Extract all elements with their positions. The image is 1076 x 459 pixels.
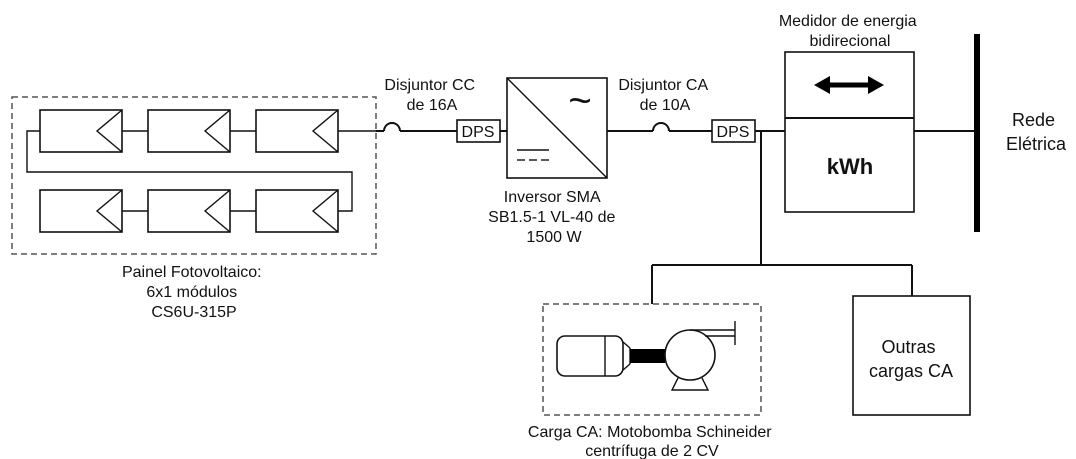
dc-side: Disjuntor CC de 16A DPS [376, 77, 507, 143]
inverter-label: Inversor SMA SB1.5-1 VL-40 de 1500 W [488, 189, 620, 246]
pv-module [255, 109, 339, 153]
meter-label-line: bidirecional [810, 33, 891, 50]
pump-shaft [630, 349, 665, 363]
inverter-label-line: Inversor SMA [504, 189, 601, 206]
inverter: ~ Inversor SMA SB1.5-1 VL-40 de 1500 W [488, 77, 620, 246]
grid-label-line: Rede [1012, 110, 1055, 130]
pv-module [147, 109, 231, 153]
meter-label: Medidor de energia bidirecional [779, 13, 921, 50]
meter-box [784, 51, 915, 213]
dc-breaker-symbol [383, 122, 401, 132]
load-branch-wiring [651, 131, 913, 304]
ac-breaker-symbol [652, 122, 670, 132]
pump-load: Carga CA: Motobomba Schineider centrífug… [528, 303, 776, 459]
dc-breaker-label-line: de 16A [407, 97, 458, 114]
pump-casing [664, 329, 716, 381]
pump-load-label-line: centrífuga de 2 CV [585, 443, 719, 459]
inverter-diagonal [506, 77, 608, 179]
other-loads-label-line: cargas CA [869, 361, 953, 381]
ac-symbol: ~ [568, 79, 591, 123]
dc-breaker-label-line: Disjuntor CC [384, 77, 475, 94]
pv-panel-label-line: CS6U-315P [151, 304, 236, 321]
dc-breaker-label: Disjuntor CC de 16A [384, 77, 479, 114]
pv-panel-array: Painel Fotovoltaico: 6x1 módulos CS6U-31… [11, 96, 377, 321]
ac-breaker-label-line: Disjuntor CA [618, 77, 708, 94]
other-loads-label-line: Outras [881, 337, 935, 357]
grid-connection: Rede Elétrica [914, 34, 1067, 232]
meter-label-line: Medidor de energia [779, 13, 917, 30]
meter-display: kWh [827, 154, 873, 179]
other-loads-label: Outras cargas CA [869, 337, 953, 381]
dc-symbol [517, 149, 549, 161]
dc-dps-label: DPS [462, 124, 495, 141]
pv-panel-label-line: Painel Fotovoltaico: [122, 264, 262, 281]
pv-module [39, 189, 123, 233]
pv-module [147, 189, 231, 233]
ac-breaker-label-line: de 10A [640, 97, 691, 114]
pv-module [255, 189, 339, 233]
ac-dps-label: DPS [717, 124, 750, 141]
pv-module [39, 109, 123, 153]
ac-breaker-label: Disjuntor CA de 10A [618, 77, 711, 114]
bidirectional-arrow-icon [814, 76, 884, 94]
grid-label-line: Elétrica [1006, 134, 1067, 154]
bidirectional-meter: Medidor de energia bidirecional kWh [779, 13, 921, 213]
pv-string-wiring [26, 130, 376, 212]
pv-panel-label: Painel Fotovoltaico: 6x1 módulos CS6U-31… [122, 264, 266, 321]
other-loads: Outras cargas CA [852, 295, 971, 416]
grid-label: Rede Elétrica [1006, 110, 1067, 154]
inverter-label-line: 1500 W [526, 229, 582, 246]
pump-load-label: Carga CA: Motobomba Schineider centrífug… [528, 424, 776, 459]
pv-panel-boundary [11, 96, 377, 255]
motor-pump-icon [556, 321, 736, 391]
motor-body [556, 335, 624, 377]
ac-side: Disjuntor CA de 10A DPS [607, 77, 785, 143]
other-loads-box [852, 295, 971, 416]
pv-panel-label-line: 6x1 módulos [146, 284, 237, 301]
inverter-label-line: SB1.5-1 VL-40 de [488, 209, 615, 226]
pump-load-label-line: Carga CA: Motobomba Schineider [528, 424, 772, 441]
pump-load-boundary [542, 303, 762, 416]
